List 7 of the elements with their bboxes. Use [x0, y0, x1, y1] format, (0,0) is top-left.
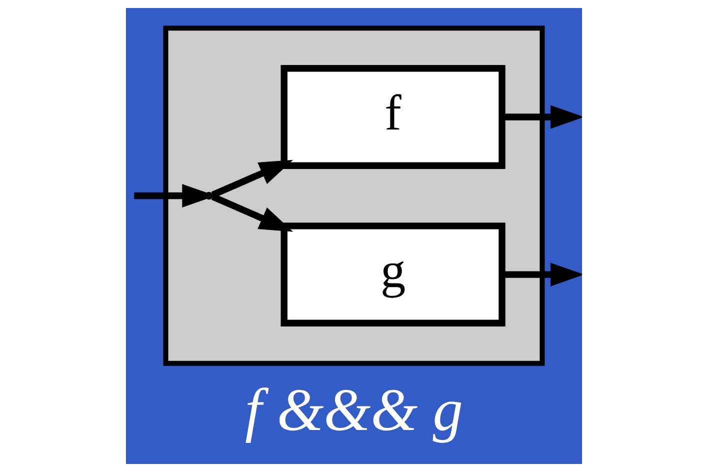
node-box: g [280, 222, 505, 327]
arrow [134, 184, 216, 208]
caption: f &&& g [244, 377, 462, 444]
arrow [182, 160, 293, 208]
arrow [182, 184, 293, 232]
cluster [162, 26, 544, 366]
node-box: f [280, 65, 505, 169]
